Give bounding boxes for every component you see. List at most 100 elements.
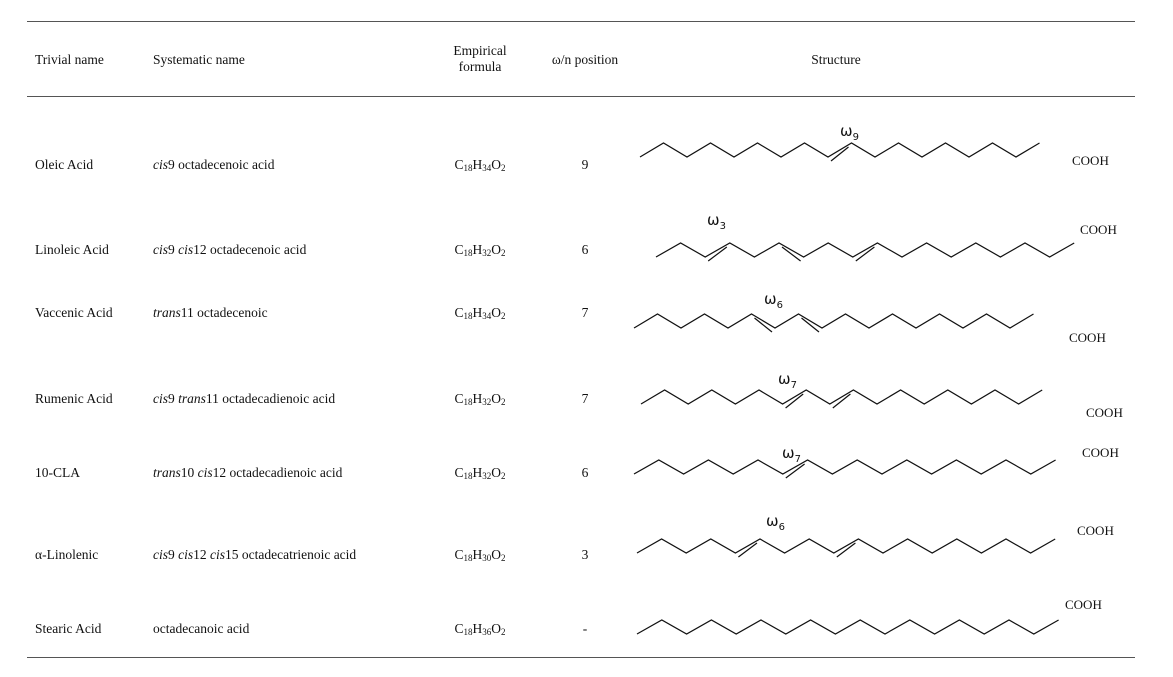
omega-label: ω7 [778,370,797,391]
position-cell: 6 [581,242,589,257]
empirical-formula-cell: C18H30O2 [430,547,530,563]
position-cell: 7 [581,305,589,320]
omega-subscript: 7 [791,380,797,391]
formula-part: 2 [501,311,506,321]
formula-part: 18 [463,627,473,637]
formula-part: H [472,305,483,320]
formula-part: O [491,305,501,320]
formula-part: H [472,547,483,562]
formula-part: 36 [482,627,492,637]
systematic-name-part: 9 [168,547,179,562]
systematic-name-part: 9 octadecenoic acid [168,157,275,172]
position-cell: 7 [581,391,589,406]
cooh-group-label: COOH [1072,153,1109,168]
formula-part: O [491,391,501,406]
omega-label: ω3 [707,211,726,232]
formula-part: O [491,157,501,172]
double-bond-line [754,317,773,333]
formula-part: O [491,242,501,257]
omega-subscript: 6 [777,300,783,311]
trivial-name-cell: Stearic Acid [35,621,102,636]
formula-part: 2 [501,248,506,258]
double-bond-line [781,246,801,262]
cooh-group-label: COOH [1086,405,1123,420]
omega-subscript: 9 [853,132,859,143]
omega-label: ω6 [764,290,783,311]
double-bond-line [832,393,851,409]
double-bond-line [801,317,820,333]
formula-part: C [454,621,464,636]
trivial-name-cell: α-Linolenic [35,547,99,562]
header-formula-line2: formula [458,59,502,74]
cooh-group-label: COOH [1077,523,1114,538]
formula-part: 18 [463,311,473,321]
trivial-name-cell: 10-CLA [35,465,80,480]
trivial-name-cell: Vaccenic Acid [35,305,113,320]
systematic-name-part: 12 octadecenoic acid [193,242,307,257]
systematic-name-part: cis [178,547,194,562]
systematic-name-cell: cis9 cis12 octadecenoic acid [153,242,306,258]
systematic-name-cell: cis9 octadecenoic acid [153,157,274,173]
systematic-name-part: cis [197,465,213,480]
empirical-formula-cell: C18H34O2 [430,157,530,173]
carbon-chain-skeleton [655,242,1075,258]
systematic-name-cell: octadecanoic acid [153,621,249,637]
systematic-name-part: cis [153,547,168,562]
systematic-name-part: octadecanoic acid [153,621,250,636]
omega-label: ω7 [782,444,801,465]
carbon-chain-skeleton [633,459,1056,475]
header-systematic-name: Systematic name [153,52,245,67]
formula-part: H [472,465,483,480]
carbon-chain-skeleton [636,538,1056,554]
table-top-rule [27,21,1135,22]
systematic-name-part: 11 octadecenoic [180,305,268,320]
position-cell: - [582,621,588,636]
carbon-chain-skeleton [636,619,1059,635]
double-bond-line [707,246,728,262]
systematic-name-part: 9 [168,242,179,257]
formula-part: 2 [501,163,506,173]
header-trivial-name: Trivial name [35,52,104,67]
systematic-name-part: trans [178,391,206,406]
formula-part: 34 [482,311,492,321]
formula-part: 32 [482,397,492,407]
systematic-name-part: cis [153,391,168,406]
double-bond-line [855,246,875,262]
systematic-name-part: 9 [168,391,179,406]
cooh-group-label: COOH [1065,597,1102,612]
formula-part: C [454,547,464,562]
header-position: ω/n position [551,52,619,67]
formula-part: H [472,242,483,257]
formula-part: C [454,391,464,406]
position-cell: 3 [581,547,589,562]
formula-part: 18 [463,397,473,407]
table-bottom-rule [27,657,1135,658]
double-bond-line [830,146,849,162]
formula-part: C [454,465,464,480]
systematic-name-cell: cis9 trans11 octadecadienoic acid [153,391,335,407]
position-cell: 6 [581,465,589,480]
trivial-name-cell: Oleic Acid [35,157,94,172]
formula-part: 2 [501,397,506,407]
formula-part: 18 [463,163,473,173]
double-bond-line [738,542,758,558]
formula-part: H [472,621,483,636]
formula-part: 32 [482,471,492,481]
systematic-name-cell: cis9 cis12 cis15 octadecatrienoic acid [153,547,356,563]
carbon-chain-skeleton [640,389,1043,405]
header-structure: Structure [811,52,861,67]
formula-part: H [472,391,483,406]
cooh-group-label: COOH [1080,222,1117,237]
formula-part: O [491,465,501,480]
systematic-name-part: 12 octadecadienoic acid [212,465,343,480]
double-bond-line [836,542,856,558]
double-bond-line [785,463,805,479]
empirical-formula-cell: C18H32O2 [430,242,530,258]
formula-part: H [472,157,483,172]
omega-symbol: ω [766,512,779,530]
omega-label: ω6 [766,512,785,533]
formula-part: C [454,157,464,172]
formula-part: O [491,621,501,636]
omega-subscript: 7 [795,454,801,465]
